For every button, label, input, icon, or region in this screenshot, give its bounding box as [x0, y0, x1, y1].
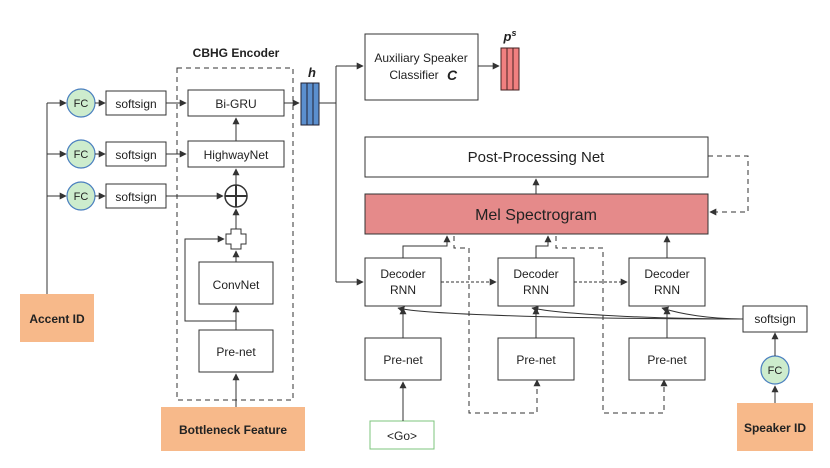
decoder-prenet-box-3	[628, 337, 706, 381]
decoder-label-3: Decoder	[644, 267, 689, 281]
accent-id-box	[20, 294, 94, 342]
decoder-label-1: Decoder	[380, 267, 425, 281]
convnet-label: ConvNet	[213, 278, 260, 292]
cbhg-encoder-title: CBHG Encoder	[193, 46, 280, 60]
rnn-label-2: RNN	[523, 283, 549, 297]
bottleneck-feature-box	[161, 407, 305, 451]
softsign-box-1	[105, 90, 167, 116]
cbhg-encoder-box	[176, 67, 294, 401]
aux-classifier-line1: Auxiliary Speaker	[374, 51, 467, 65]
highwaynet-label: HighwayNet	[204, 148, 269, 162]
decoder-prenet-box-1	[364, 337, 442, 381]
aux-classifier-box	[364, 33, 479, 101]
rnn-label-3: RNN	[654, 283, 680, 297]
softsign-label-3: softsign	[115, 190, 156, 204]
decoder-label-2: Decoder	[513, 267, 558, 281]
decoder-rnn-box-2	[497, 257, 575, 307]
softsign-label-2: softsign	[115, 148, 156, 162]
decoder-prenet-label-2: Pre-net	[516, 353, 556, 367]
aux-classifier-line2: Classifier	[389, 68, 438, 82]
bigru-label: Bi-GRU	[215, 97, 256, 111]
fc-label-3: FC	[74, 191, 89, 203]
speaker-id-label: Speaker ID	[744, 421, 806, 435]
decoder-prenet-box-2	[497, 337, 575, 381]
aux-classifier-symbol: C	[447, 67, 458, 83]
convnet-box	[198, 261, 274, 305]
speaker-softsign-label: softsign	[754, 312, 795, 326]
encoder-prenet-label: Pre-net	[216, 345, 256, 359]
speaker-fc-label: FC	[768, 365, 783, 377]
speaker-id-box	[737, 403, 813, 451]
residual-add-icon	[225, 228, 247, 250]
decoder-rnn-box-1	[364, 257, 442, 307]
h-label: h	[308, 65, 316, 80]
encoder-prenet-box	[198, 329, 274, 373]
bigru-box	[187, 89, 285, 117]
ps-label: ps	[503, 28, 517, 44]
accent-id-label: Accent ID	[29, 312, 85, 326]
decoder-rnn-box-3	[628, 257, 706, 307]
bottleneck-feature-label: Bottleneck Feature	[179, 423, 287, 437]
softsign-box-3	[105, 183, 167, 209]
postnet-label: Post-Processing Net	[468, 149, 606, 166]
fc-label-1: FC	[74, 98, 89, 110]
speaker-softsign-box	[742, 305, 808, 333]
ps-vector	[500, 47, 520, 91]
fc-label-2: FC	[74, 149, 89, 161]
softsign-label-1: softsign	[115, 97, 156, 111]
decoder-prenet-label-3: Pre-net	[647, 353, 687, 367]
go-token-box	[369, 420, 435, 450]
decoder-prenet-label-1: Pre-net	[383, 353, 423, 367]
softsign-box-2	[105, 141, 167, 167]
postnet-box	[364, 136, 709, 178]
mel-spectrogram-label: Mel Spectrogram	[475, 207, 597, 224]
mel-spectrogram-box	[364, 193, 709, 235]
rnn-label-1: RNN	[390, 283, 416, 297]
concat-circle-plus	[224, 184, 248, 208]
h-vector	[300, 82, 320, 126]
highwaynet-box	[187, 140, 285, 168]
go-token-label: <Go>	[387, 429, 417, 443]
